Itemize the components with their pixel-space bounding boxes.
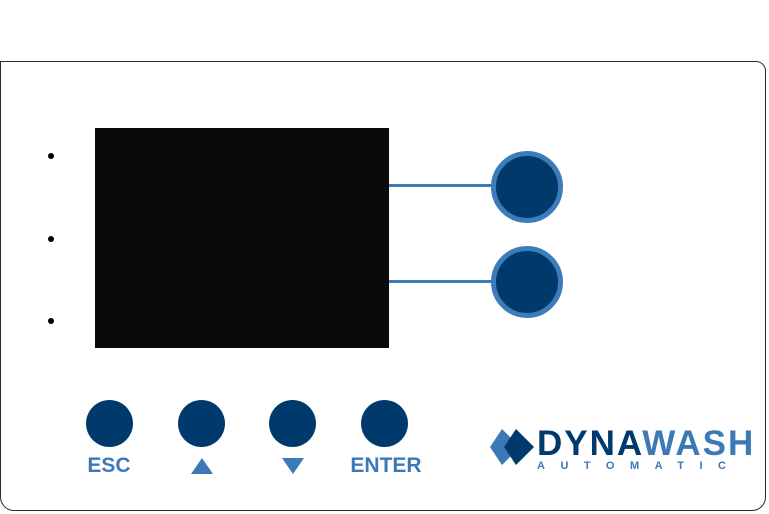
connector-line-bottom: [389, 280, 495, 283]
enter-label: ENTER: [350, 454, 422, 477]
brand-name-part2: WASH: [642, 424, 756, 463]
side-button-bottom[interactable]: [491, 246, 563, 318]
esc-label: ESC: [87, 454, 131, 477]
enter-button[interactable]: [361, 400, 408, 447]
side-button-top[interactable]: [491, 151, 563, 223]
connector-line-top: [389, 184, 495, 187]
indicator-dot-2: [48, 236, 54, 242]
brand-name-part1: DYNA: [537, 424, 643, 463]
display-screen: [95, 128, 389, 348]
up-button[interactable]: [178, 400, 225, 447]
esc-button[interactable]: [86, 400, 133, 447]
brand-tagline: AUTOMATIC: [537, 460, 742, 472]
indicator-dot-3: [48, 318, 54, 324]
brand-name: DYNAWASH: [537, 425, 755, 463]
down-button[interactable]: [269, 400, 316, 447]
indicator-dot-1: [48, 153, 54, 159]
triangle-up-icon: [191, 458, 213, 474]
triangle-down-icon: [282, 458, 304, 474]
diamond-logo-icon: [490, 429, 534, 465]
